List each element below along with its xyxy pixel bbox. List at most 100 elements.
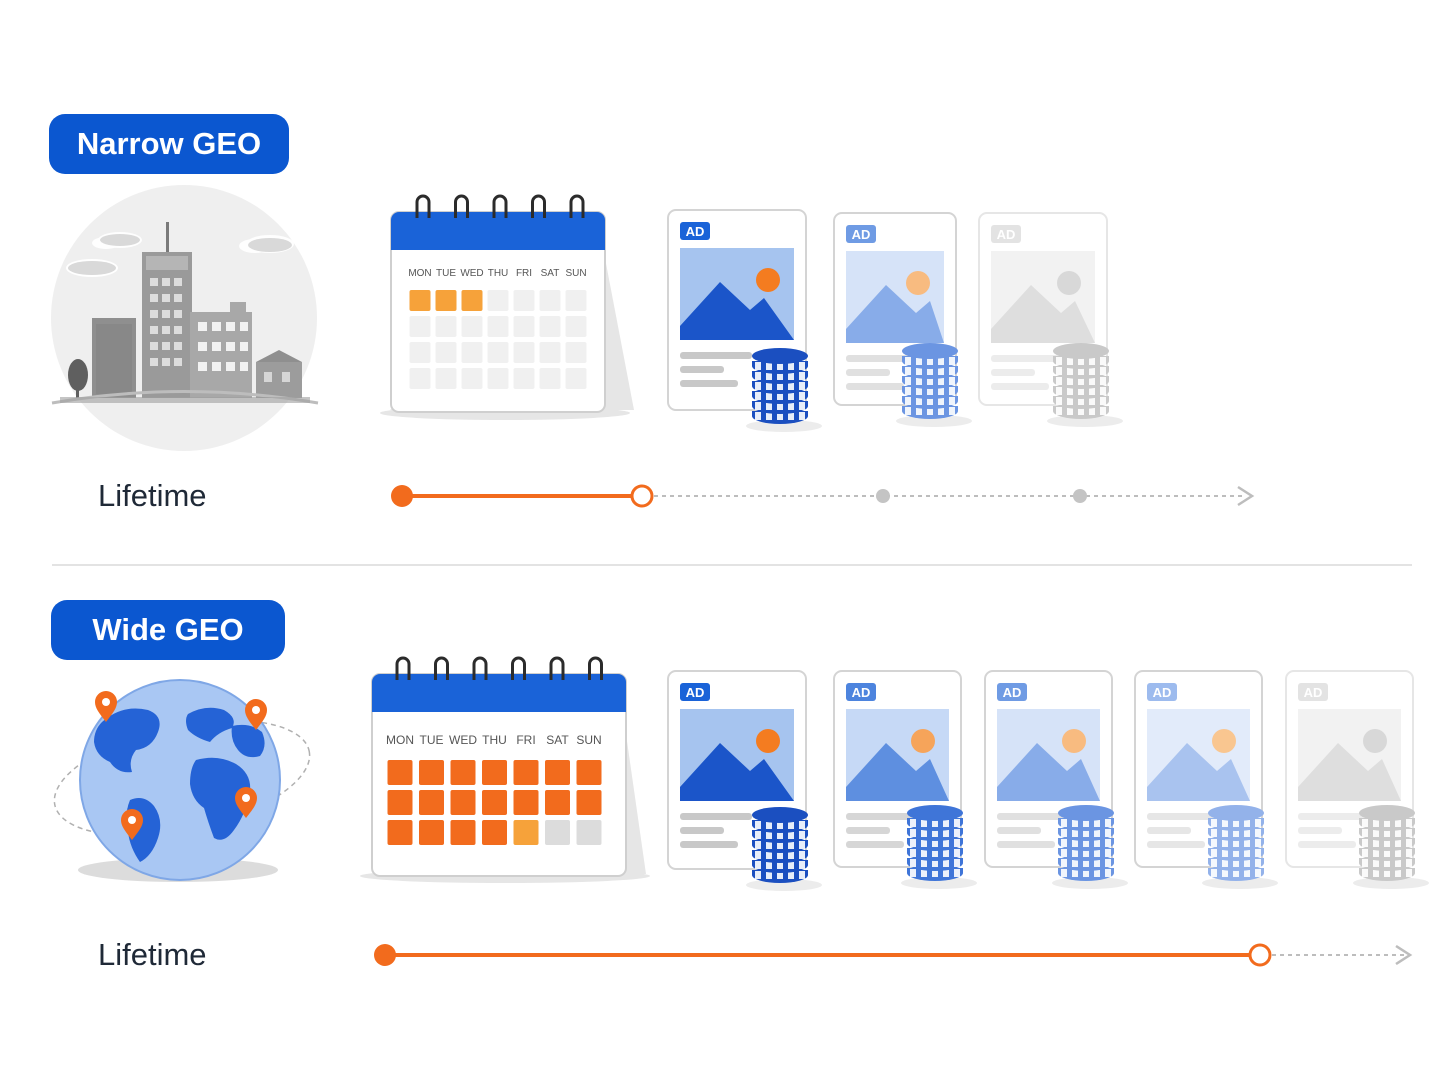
calendar-day-cell xyxy=(487,290,509,311)
calendar-day-label: WED xyxy=(460,268,483,279)
coin-stack-icon xyxy=(1353,805,1429,889)
timeline-end-marker xyxy=(1248,943,1272,967)
ad-badge: AD xyxy=(991,225,1021,243)
calendar-day-cell xyxy=(461,290,483,311)
map-pin-icon xyxy=(245,699,267,730)
calendar-day-cell xyxy=(487,342,509,363)
coin-stack-icon xyxy=(1202,805,1278,889)
calendar-day-cell xyxy=(513,316,535,337)
calendar-rings xyxy=(415,194,585,218)
wide-ad-cards: AD AD AD AD AD xyxy=(667,670,1429,891)
calendar-day-label: FRI xyxy=(516,733,535,747)
ad-card: AD xyxy=(667,670,822,891)
image-placeholder-icon xyxy=(997,709,1100,801)
calendar-day-cell xyxy=(576,820,602,845)
calendar-cells xyxy=(387,760,602,845)
image-placeholder-icon xyxy=(846,709,949,801)
narrow-lifetime-label: Lifetime xyxy=(98,478,207,513)
calendar-ring xyxy=(454,194,469,218)
coin-stack-icon xyxy=(896,343,972,427)
svg-text:AD: AD xyxy=(1153,685,1172,700)
wide-lifetime-timeline xyxy=(374,943,1413,967)
svg-text:AD: AD xyxy=(1003,685,1022,700)
calendar-day-label: TUE xyxy=(420,733,444,747)
calendar-ring xyxy=(549,656,565,680)
calendar-day-cell xyxy=(461,342,483,363)
ad-badge: AD xyxy=(846,683,876,701)
calendar-day-cell xyxy=(419,790,444,815)
narrow-lifetime-timeline xyxy=(391,484,1255,508)
coin-stack-icon xyxy=(901,805,977,889)
calendar-ring xyxy=(472,656,488,680)
calendar-ring xyxy=(434,656,449,680)
calendar-day-cell xyxy=(539,316,561,337)
ad-card: AD xyxy=(978,212,1123,427)
calendar-day-cell xyxy=(545,760,570,785)
calendar-day-cell xyxy=(435,368,457,389)
ad-card: AD xyxy=(833,212,972,427)
calendar-day-cell xyxy=(539,368,561,389)
image-placeholder-icon xyxy=(1147,709,1250,801)
calendar-day-cell xyxy=(513,790,539,815)
calendar-day-cell xyxy=(487,316,509,337)
calendar-day-cell xyxy=(539,342,561,363)
calendar-ring xyxy=(492,194,508,218)
calendar-day-cell xyxy=(450,820,476,845)
timeline-end-marker xyxy=(630,484,654,508)
image-placeholder-icon xyxy=(680,709,794,801)
narrow-geo-badge: Narrow GEO xyxy=(49,114,289,174)
calendar-cells xyxy=(409,290,587,389)
svg-text:AD: AD xyxy=(686,224,705,239)
coin-stack-icon xyxy=(746,807,822,891)
calendar-day-label: THU xyxy=(488,268,509,279)
calendar-day-label: TUE xyxy=(436,268,456,279)
calendar-day-cell xyxy=(387,820,413,845)
calendar-day-cell xyxy=(513,342,535,363)
image-placeholder-icon xyxy=(680,248,794,340)
calendar-day-cell xyxy=(435,316,457,337)
ad-card: AD xyxy=(1134,670,1278,889)
svg-text:AD: AD xyxy=(852,227,871,242)
calendar-day-cell xyxy=(545,790,570,815)
calendar-day-cell xyxy=(513,368,535,389)
calendar-day-label: WED xyxy=(449,733,477,747)
calendar-day-cell xyxy=(565,342,587,363)
calendar-ring xyxy=(415,194,431,218)
ad-badge: AD xyxy=(680,683,710,701)
globe-icon xyxy=(53,679,311,882)
image-placeholder-icon xyxy=(991,251,1095,343)
calendar-day-cell xyxy=(513,290,535,311)
calendar-ring xyxy=(531,194,546,218)
calendar-day-cell xyxy=(450,760,476,785)
svg-text:AD: AD xyxy=(1304,685,1323,700)
calendar-day-cell xyxy=(513,760,539,785)
calendar-day-cell xyxy=(387,790,413,815)
calendar-day-cell xyxy=(482,820,507,845)
calendar-day-cell xyxy=(565,368,587,389)
narrow-ad-cards: AD AD AD xyxy=(667,209,1123,432)
calendar-day-cell xyxy=(482,790,507,815)
ad-card: AD xyxy=(667,209,822,432)
calendar-ring xyxy=(588,656,603,680)
calendar-day-label: THU xyxy=(482,733,507,747)
timeline-start-marker xyxy=(391,485,413,507)
calendar-day-cell xyxy=(482,760,507,785)
calendar-day-label: MON xyxy=(386,733,414,747)
calendar-day-label: SAT xyxy=(546,733,569,747)
calendar-day-cell xyxy=(461,368,483,389)
map-pin-icon xyxy=(121,809,143,840)
wide-lifetime-label: Lifetime xyxy=(98,937,207,972)
calendar-day-label: SUN xyxy=(565,268,586,279)
ad-card: AD xyxy=(1285,670,1429,889)
calendar-day-cell xyxy=(419,760,444,785)
calendar-day-cell xyxy=(409,316,431,337)
calendar-day-label: MON xyxy=(408,268,431,279)
ad-card: AD xyxy=(833,670,977,889)
map-pin-icon xyxy=(235,787,257,818)
coin-stack-icon xyxy=(1052,805,1128,889)
calendar-day-cell xyxy=(576,760,602,785)
coin-stack-icon xyxy=(1047,343,1123,427)
